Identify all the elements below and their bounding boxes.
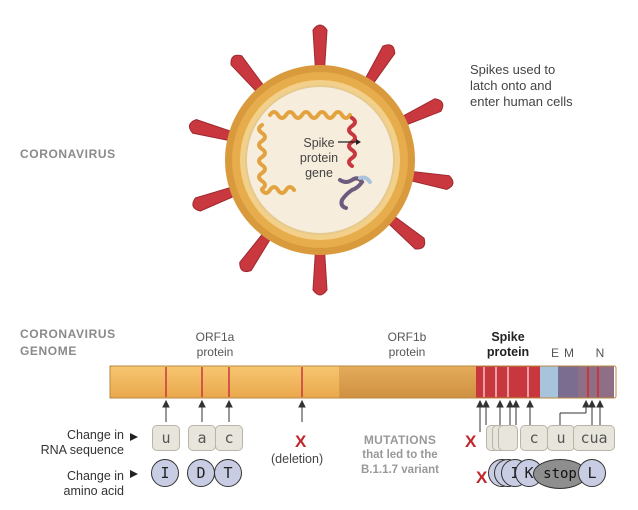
spike-caption-line: enter human cells bbox=[470, 94, 573, 109]
genome-label-line: CORONAVIRUS bbox=[20, 327, 116, 341]
rna-box: u bbox=[547, 425, 575, 451]
orf1a-label: ORF1a protein bbox=[180, 330, 250, 360]
coronavirus-label: CORONAVIRUS bbox=[20, 147, 116, 161]
orf1b-line: protein bbox=[388, 345, 426, 359]
aa-change-label: Change in amino acid bbox=[20, 469, 124, 499]
amino-acid-circle: I bbox=[151, 459, 179, 487]
spike-protein-line: protein bbox=[486, 345, 530, 359]
stop-codon-badge: stop bbox=[533, 459, 587, 489]
virus-illustration bbox=[188, 24, 454, 296]
rna-box-stacked bbox=[498, 425, 518, 451]
spike-caption: Spikes used to latch onto and enter huma… bbox=[470, 62, 573, 110]
amino-acid-circle: L bbox=[578, 459, 606, 487]
spike-gene-line: gene bbox=[305, 166, 333, 180]
rna-box: a bbox=[188, 425, 216, 451]
orf1b-label: ORF1b protein bbox=[372, 330, 442, 360]
mutations-subtitle: B.1.1.7 variant bbox=[361, 464, 439, 476]
aa-change-line: amino acid bbox=[63, 484, 124, 498]
spike-deletion-x-mark: X bbox=[476, 468, 488, 487]
deletion-label: (deletion) bbox=[271, 452, 324, 466]
orf1a-line: ORF1a bbox=[195, 330, 235, 344]
amino-acid-circle: D bbox=[187, 459, 215, 487]
amino-acid-circle: T bbox=[214, 459, 242, 487]
spike-gene-line: protein bbox=[299, 151, 339, 165]
mutations-title: MUTATIONS bbox=[363, 433, 437, 447]
rna-box: c bbox=[215, 425, 243, 451]
spike-protein-label: Spike protein bbox=[478, 330, 538, 360]
rna-change-label: Change in RNA sequence bbox=[20, 428, 124, 458]
rna-change-line: Change in bbox=[67, 428, 124, 442]
spike-protein-line: Spike bbox=[491, 330, 525, 344]
rna-box: cua bbox=[573, 425, 615, 451]
m-label: M bbox=[564, 346, 574, 360]
spike-gene-label: Spike protein gene bbox=[292, 136, 346, 181]
deletion-x-mark: X bbox=[295, 432, 307, 451]
orf1a-line: protein bbox=[196, 345, 234, 359]
aa-change-line: Change in bbox=[67, 469, 124, 483]
n-label: N bbox=[595, 346, 605, 360]
e-label: E bbox=[550, 346, 559, 360]
genome-label-line: GENOME bbox=[20, 344, 77, 358]
rna-box: c bbox=[520, 425, 548, 451]
rna-change-line: RNA sequence bbox=[40, 443, 124, 457]
genome-bar bbox=[109, 365, 617, 478]
rna-box: u bbox=[152, 425, 180, 451]
mutations-subtitle: that led to the bbox=[362, 449, 438, 461]
spike-gene-line: Spike bbox=[303, 136, 335, 150]
spike-deletion-x-mark: X bbox=[465, 432, 477, 451]
mutations-caption: MUTATIONS that led to the B.1.1.7 varian… bbox=[350, 432, 450, 478]
rna-strand bbox=[257, 110, 352, 195]
spike-caption-line: Spikes used to bbox=[470, 62, 556, 77]
spike-caption-line: latch onto and bbox=[470, 78, 552, 93]
genome-label: CORONAVIRUS GENOME bbox=[20, 326, 116, 360]
orf1b-line: ORF1b bbox=[387, 330, 427, 344]
